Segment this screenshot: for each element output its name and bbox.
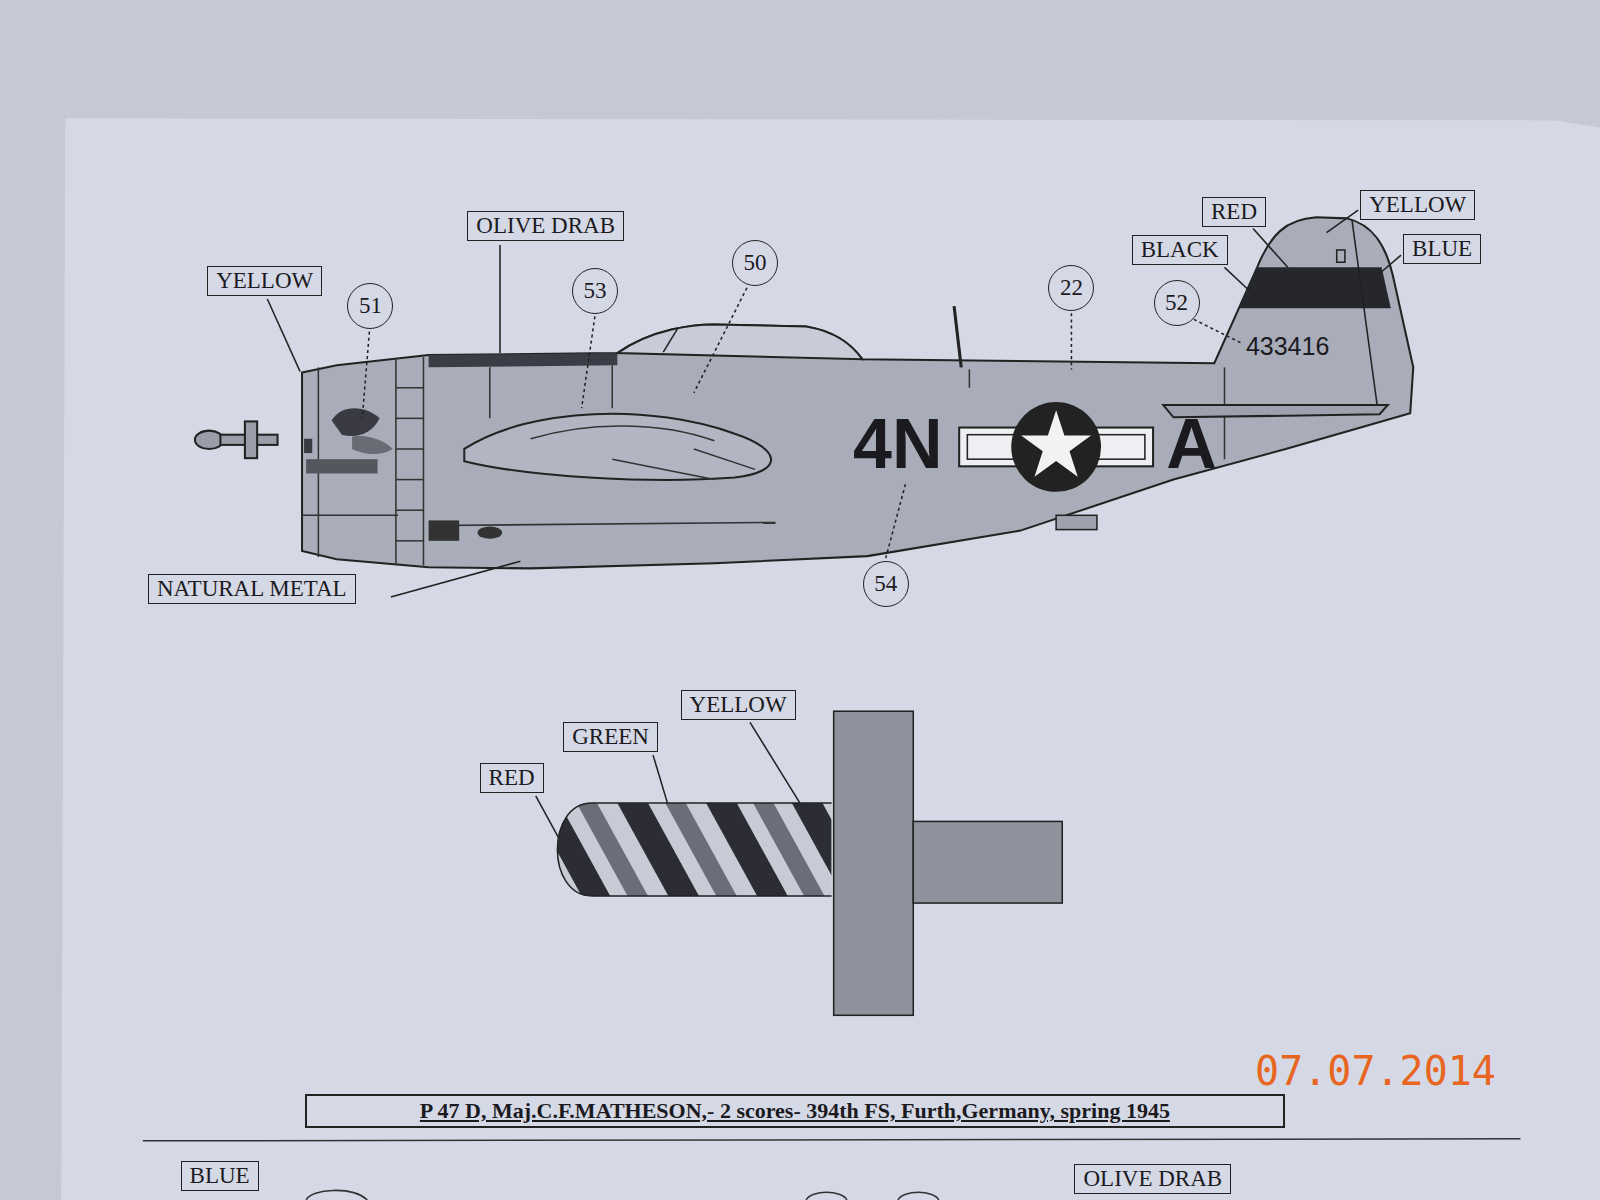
cowling-lines	[302, 357, 1224, 565]
wing	[464, 414, 771, 480]
callout-number: 22	[1048, 265, 1094, 311]
fin-detail	[1337, 250, 1345, 262]
nose-art	[304, 408, 393, 473]
callout-label: OLIVE DRAB	[1083, 1166, 1222, 1191]
callout-number: 54	[863, 561, 909, 607]
callout-label: YELLOW	[690, 692, 787, 717]
tailwheel-door	[1056, 515, 1097, 529]
unit-code: 4N	[853, 406, 942, 483]
cut-figure	[306, 1190, 367, 1200]
color-callout: YELLOW	[207, 266, 322, 296]
section-rule	[143, 1139, 1521, 1141]
canopy-frame	[663, 329, 677, 352]
callout-number: 53	[572, 268, 618, 314]
propeller-hub	[195, 421, 278, 458]
callout-text: 51	[359, 294, 382, 318]
color-callout: RED	[480, 763, 544, 793]
serial-number: 433416	[1246, 333, 1329, 361]
callout-label: NATURAL METAL	[157, 576, 347, 601]
canopy	[617, 324, 862, 359]
caption: P 47 D, Maj.C.F.MATHESON,- 2 scores- 394…	[420, 1098, 1170, 1123]
cut-figure	[806, 1192, 939, 1200]
color-callout: BLUE	[181, 1161, 259, 1191]
color-callout: BLACK	[1132, 235, 1228, 265]
paper	[61, 118, 1600, 1200]
callout-label: BLUE	[1412, 236, 1472, 261]
callout-text: 50	[744, 251, 767, 275]
color-callout: OLIVE DRAB	[1074, 1164, 1231, 1194]
callout-label: YELLOW	[216, 268, 313, 293]
callout-label: BLUE	[190, 1163, 250, 1188]
drop-tank	[531, 711, 1063, 1015]
color-callout: NATURAL METAL	[148, 574, 356, 604]
callout-label: GREEN	[572, 724, 649, 749]
callout-text: 22	[1060, 276, 1083, 300]
callout-label: RED	[1211, 199, 1257, 224]
color-callout: YELLOW	[1360, 190, 1475, 220]
antenna	[954, 306, 961, 367]
callout-label: BLACK	[1141, 237, 1219, 262]
caption-box: P 47 D, Maj.C.F.MATHESON,- 2 scores- 394…	[305, 1094, 1285, 1128]
color-callout: GREEN	[563, 722, 658, 752]
color-callout: BLUE	[1403, 234, 1481, 264]
date-stamp: 07.07.2014	[1255, 1049, 1496, 1093]
color-callout: RED	[1202, 197, 1266, 227]
callout-number: 52	[1154, 280, 1200, 326]
callout-text: 54	[874, 572, 897, 596]
national-insignia	[959, 402, 1153, 492]
color-callout: OLIVE DRAB	[467, 211, 624, 241]
tail-band	[1239, 267, 1391, 308]
color-callout: YELLOW	[681, 690, 796, 720]
fuselage	[302, 217, 1413, 568]
callout-text: 53	[583, 279, 606, 303]
rudder-hinge	[1352, 220, 1378, 408]
gun-ports	[429, 520, 502, 540]
callout-label: OLIVE DRAB	[476, 213, 615, 238]
aircraft-letter: A	[1166, 406, 1217, 483]
callout-text: 52	[1165, 291, 1188, 315]
wing-lines	[531, 426, 755, 480]
callout-label: RED	[489, 765, 535, 790]
callout-label: YELLOW	[1369, 192, 1466, 217]
callout-leaders	[362, 288, 1241, 558]
